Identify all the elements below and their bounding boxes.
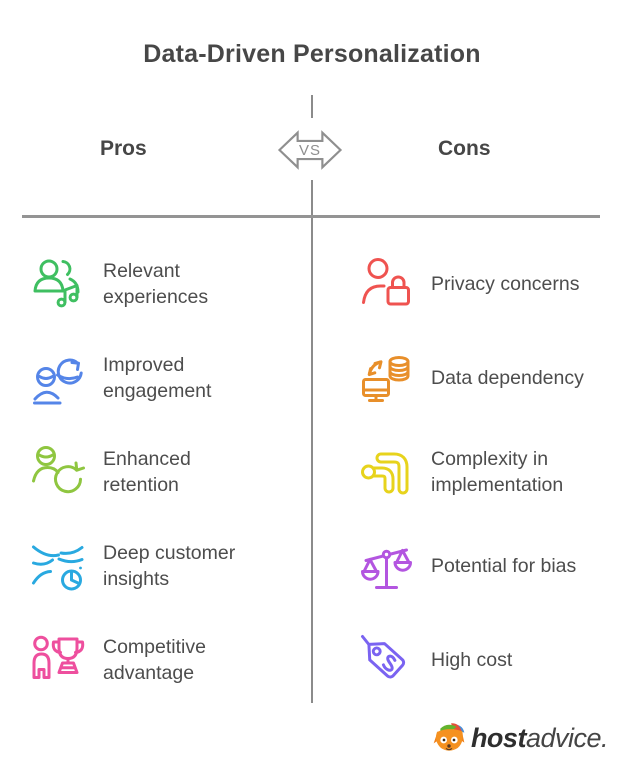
vertical-divider-top xyxy=(311,95,313,118)
vs-label: VS xyxy=(298,141,321,159)
waves-clock-icon xyxy=(30,538,86,594)
cons-item-label: High cost xyxy=(431,649,513,671)
list-item: Enhanced retention xyxy=(30,440,258,504)
pros-item-label: Deep customer insights xyxy=(103,542,236,590)
brand-wordmark: hostadvice. xyxy=(470,722,609,754)
list-item: Potential for bias xyxy=(358,534,586,598)
cons-item-label: Potential for bias xyxy=(431,555,577,577)
person-trophy-icon xyxy=(30,632,86,688)
pros-item-label: Competitive advantage xyxy=(103,636,206,684)
cons-item-label: Privacy concerns xyxy=(431,273,580,295)
person-lock-icon xyxy=(358,256,414,312)
list-item: Relevant experiences xyxy=(30,252,258,316)
monitor-database-icon xyxy=(358,350,414,406)
pros-item-label: Improved engagement xyxy=(103,354,212,402)
page-title: Data-Driven Personalization xyxy=(143,40,481,68)
person-orbit-icon xyxy=(30,350,86,406)
cons-item-label: Data dependency xyxy=(431,367,584,389)
balance-scale-icon xyxy=(358,538,414,594)
cons-column-header: Cons xyxy=(438,137,491,160)
list-item: Improved engagement xyxy=(30,346,258,410)
list-item: Data dependency xyxy=(358,346,586,410)
cons-item-label: Complexity in implementation xyxy=(431,448,564,496)
flow-pipes-icon xyxy=(358,444,414,500)
list-item: Deep customer insights xyxy=(30,534,258,598)
cons-items-list: Privacy concerns Data dependency Complex… xyxy=(358,252,586,722)
price-tag-icon xyxy=(358,632,414,688)
users-music-icon xyxy=(30,256,86,312)
pros-items-list: Relevant experiences Improved engagement… xyxy=(30,252,258,722)
horizontal-divider xyxy=(22,215,600,218)
list-item: Competitive advantage xyxy=(30,628,258,692)
hostadvice-logo[interactable]: hostadvice. xyxy=(432,722,609,754)
brand-advice: advice. xyxy=(525,722,609,753)
vs-badge-icon xyxy=(277,130,343,170)
pros-column-header: Pros xyxy=(100,137,147,160)
person-refresh-icon xyxy=(30,444,86,500)
pros-item-label: Relevant experiences xyxy=(103,260,209,308)
pros-item-label: Enhanced retention xyxy=(103,448,191,496)
list-item: Privacy concerns xyxy=(358,252,586,316)
vertical-divider-bottom xyxy=(311,180,313,703)
list-item: High cost xyxy=(358,628,586,692)
fox-mascot-icon xyxy=(433,723,465,751)
list-item: Complexity in implementation xyxy=(358,440,586,504)
brand-host: host xyxy=(470,722,527,753)
